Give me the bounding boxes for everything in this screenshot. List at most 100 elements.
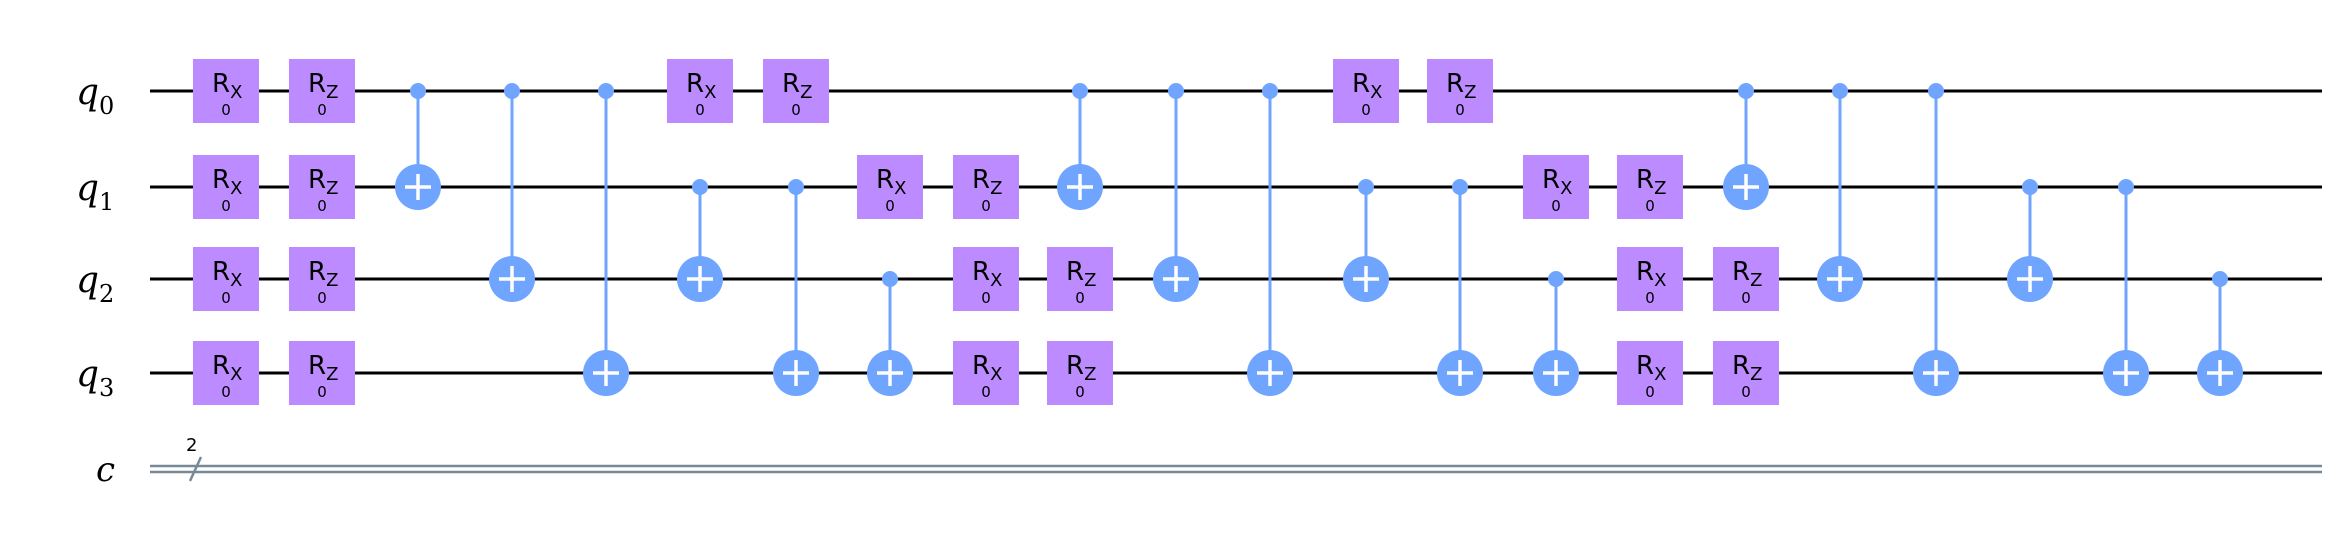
gate-param: 0 [221,383,231,401]
gate-box [953,155,1019,219]
rz-gate[interactable]: RZ0 [1047,247,1113,311]
cx-gate[interactable] [1723,83,1769,210]
gate-param: 0 [1075,383,1085,401]
cx-gate[interactable] [677,179,723,302]
rz-gate[interactable]: RZ0 [1713,247,1779,311]
cx-gate[interactable] [1343,179,1389,302]
gate-box [193,155,259,219]
gate-box [289,155,355,219]
rx-gate[interactable]: RX0 [857,155,923,219]
gate-param: 0 [695,101,705,119]
rx-gate[interactable]: RX0 [193,59,259,123]
gate-box [1713,341,1779,405]
gate-name-sub: X [704,82,716,103]
cx-control-dot [598,83,614,99]
cx-gate[interactable] [1913,83,1959,396]
gate-param: 0 [317,383,327,401]
gate-param: 0 [317,101,327,119]
rx-gate[interactable]: RX0 [667,59,733,123]
gate-box [1047,341,1113,405]
gate-box [289,341,355,405]
cx-gate[interactable] [583,83,629,396]
rz-gate[interactable]: RZ0 [1427,59,1493,123]
rz-gate[interactable]: RZ0 [1713,341,1779,405]
gate-param: 0 [885,197,895,215]
cx-gate[interactable] [2103,179,2149,396]
gate-param: 0 [1455,101,1465,119]
rx-gate[interactable]: RX0 [1617,341,1683,405]
gate-box [667,59,733,123]
rz-gate[interactable]: RZ0 [289,341,355,405]
gate-name: RZ [972,165,1002,199]
gate-param: 0 [981,383,991,401]
rz-gate[interactable]: RZ0 [763,59,829,123]
classical-register-width: 2 [186,435,197,456]
gate-name-sub: X [1560,178,1572,199]
gate-name-sub: Z [326,270,338,291]
gate-box [289,247,355,311]
qubit-label: q0 [76,72,114,120]
gate-box [857,155,923,219]
gate-box [953,341,1019,405]
gate-box [1617,341,1683,405]
cx-gate[interactable] [1437,179,1483,396]
gate-name-sub: Z [1084,364,1096,385]
cx-control-dot [788,179,804,195]
gate-name-sub: Z [1464,82,1476,103]
gate-name-sub: X [1370,82,1382,103]
gate-name: RX [972,257,1002,291]
rx-gate[interactable]: RX0 [1617,247,1683,311]
cx-gate[interactable] [1057,83,1103,210]
rz-gate[interactable]: RZ0 [1617,155,1683,219]
gate-name-sub: Z [1750,270,1762,291]
gate-param: 0 [1551,197,1561,215]
cx-gate[interactable] [2007,179,2053,302]
classical-bundle-slash [188,456,203,482]
rx-gate[interactable]: RX0 [193,247,259,311]
gate-param: 0 [221,101,231,119]
cx-gate[interactable] [2197,271,2243,396]
rz-gate[interactable]: RZ0 [289,247,355,311]
gate-box [289,59,355,123]
gate-param: 0 [981,289,991,307]
gate-param: 0 [1741,383,1751,401]
cx-control-dot [1738,83,1754,99]
cx-gate[interactable] [867,271,913,396]
cx-gate[interactable] [773,179,819,396]
cx-gate[interactable] [395,83,441,210]
rz-gate[interactable]: RZ0 [289,59,355,123]
gate-param: 0 [317,197,327,215]
rx-gate[interactable]: RX0 [953,341,1019,405]
gate-name: RZ [1636,165,1666,199]
gate-name-sub: Z [326,82,338,103]
rx-gate[interactable]: RX0 [1523,155,1589,219]
cx-gate[interactable] [1533,271,1579,396]
gate-name-sub: X [230,82,242,103]
cx-control-dot [2212,271,2228,287]
qubit-label: q3 [76,354,114,402]
rz-gate[interactable]: RZ0 [289,155,355,219]
rz-gate[interactable]: RZ0 [1047,341,1113,405]
rx-gate[interactable]: RX0 [193,155,259,219]
rx-gate[interactable]: RX0 [1333,59,1399,123]
cx-control-dot [1928,83,1944,99]
rx-gate[interactable]: RX0 [953,247,1019,311]
qubit-label: q1 [76,168,114,216]
cx-gate[interactable] [1153,83,1199,302]
gate-box [763,59,829,123]
cx-control-dot [1072,83,1088,99]
cx-control-dot [2118,179,2134,195]
cx-gate[interactable] [1817,83,1863,302]
gate-name: RX [876,165,906,199]
cx-gate[interactable] [1247,83,1293,396]
gate-name-sub: X [230,270,242,291]
gate-param: 0 [1741,289,1751,307]
cx-control-dot [1452,179,1468,195]
cx-control-dot [1262,83,1278,99]
cx-gate[interactable] [489,83,535,302]
gate-box [1713,247,1779,311]
rx-gate[interactable]: RX0 [193,341,259,405]
gate-box [1617,247,1683,311]
rz-gate[interactable]: RZ0 [953,155,1019,219]
